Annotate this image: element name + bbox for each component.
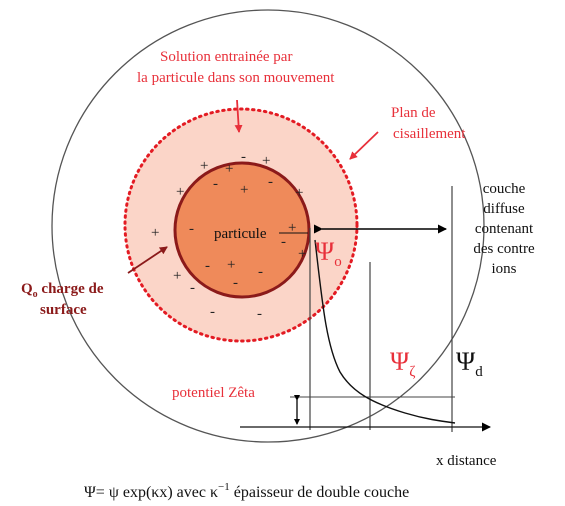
- diffuse-label-line: couche: [483, 181, 526, 197]
- surface-charge-label-line2: surface: [40, 302, 87, 318]
- psi-d-label: Ψd: [456, 347, 483, 380]
- minus-sign: -: [257, 306, 262, 322]
- solution-label-line1: Solution entrainée par: [160, 49, 292, 65]
- shear-plane-label-line2: cisaillement: [393, 126, 466, 142]
- plus-sign: +: [173, 268, 181, 284]
- minus-sign: -: [281, 234, 286, 250]
- debye-formula: Ψ= ψ exp(κx) avec κ−1 épaisseur de doubl…: [84, 481, 409, 501]
- minus-sign: -: [190, 280, 195, 296]
- plus-sign: +: [227, 257, 235, 273]
- plus-sign: +: [295, 185, 303, 201]
- solution-label-line2: la particule dans son mouvement: [137, 70, 335, 86]
- diffuse-label-line: contenant: [475, 221, 534, 237]
- diffuse-label-line: diffuse: [483, 201, 525, 217]
- plus-sign: +: [200, 158, 208, 174]
- minus-sign: -: [233, 275, 238, 291]
- diffuse-layer-label: couche diffuse contenant des contre ions: [473, 181, 535, 277]
- x-distance-label: x distance: [436, 453, 497, 469]
- plus-sign: +: [151, 225, 159, 241]
- shear-plane-label-line1: Plan de: [391, 105, 436, 121]
- plus-sign: +: [262, 153, 270, 169]
- minus-sign: -: [210, 304, 215, 320]
- plus-sign: +: [225, 161, 233, 177]
- minus-sign: -: [205, 258, 210, 274]
- plus-sign: +: [176, 184, 184, 200]
- zeta-potential-label: potentiel Zêta: [172, 385, 255, 401]
- plus-sign: +: [288, 220, 296, 236]
- minus-sign: -: [189, 221, 194, 237]
- particle-label: particule: [214, 226, 267, 242]
- diffuse-label-line: ions: [491, 261, 516, 277]
- minus-sign: -: [258, 264, 263, 280]
- psi-zeta-label: Ψζ: [390, 347, 415, 380]
- minus-sign: -: [268, 174, 273, 190]
- minus-sign: -: [241, 149, 246, 165]
- plus-sign: +: [240, 182, 248, 198]
- plus-sign: +: [298, 246, 306, 262]
- diffuse-label-line: des contre: [473, 241, 535, 257]
- shear-plane-arrow: [350, 132, 378, 159]
- minus-sign: -: [213, 176, 218, 192]
- surface-charge-label-line1: Qo charge de: [21, 281, 104, 300]
